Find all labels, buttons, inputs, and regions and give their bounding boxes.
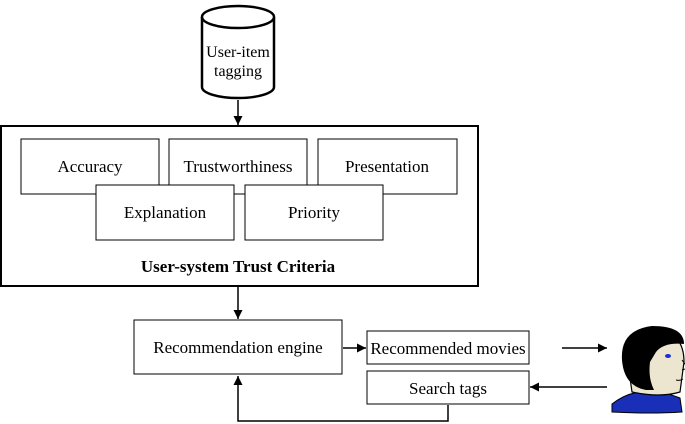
- user-shirt: [611, 390, 683, 414]
- database-cylinder: User-item tagging: [200, 4, 276, 100]
- criterion-priority: Priority: [244, 184, 384, 241]
- recommended-movies-label: Recommended movies: [370, 339, 525, 358]
- database-top: [200, 4, 276, 30]
- search-tags-label: Search tags: [409, 379, 487, 398]
- criterion-accuracy-label: Accuracy: [57, 157, 123, 176]
- criterion-trustworthiness-label: Trustworthiness: [184, 157, 293, 176]
- criterion-presentation-label: Presentation: [345, 157, 430, 176]
- database-label-line1: User-item: [206, 44, 270, 61]
- user-eye: [665, 354, 671, 358]
- database-label-line2: tagging: [214, 63, 262, 80]
- recommended-movies-box: Recommended movies: [366, 330, 530, 365]
- user-nose: [681, 359, 685, 371]
- criterion-explanation-label: Explanation: [124, 203, 207, 222]
- criterion-presentation: Presentation: [317, 138, 458, 195]
- recommendation-engine-label: Recommendation engine: [153, 338, 322, 357]
- user-hair: [621, 326, 684, 390]
- arrow-search-tags-to-engine: [233, 376, 449, 422]
- user-mouth: [675, 378, 684, 381]
- database-body: [200, 17, 276, 100]
- search-tags-box: Search tags: [366, 370, 530, 405]
- recommendation-engine-box: Recommendation engine: [133, 319, 343, 375]
- criterion-explanation: Explanation: [95, 184, 235, 241]
- criterion-accuracy: Accuracy: [20, 138, 160, 195]
- user-face-icon: [611, 326, 685, 414]
- criterion-priority-label: Priority: [288, 203, 340, 222]
- criteria-panel-title: User-system Trust Criteria: [141, 257, 336, 276]
